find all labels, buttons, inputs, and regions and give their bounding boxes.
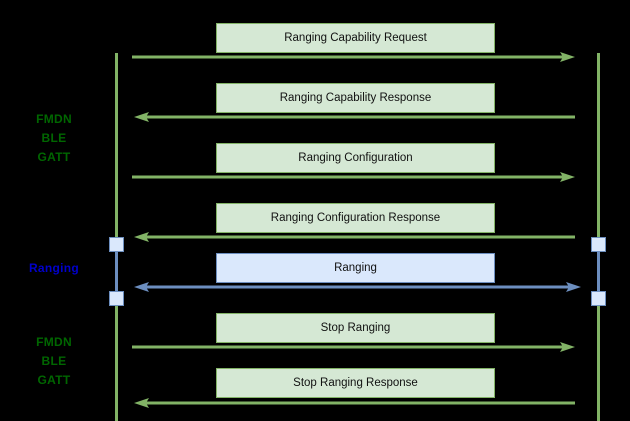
activation-node-right-bottom: [591, 291, 606, 306]
message-label: Ranging Capability Request: [284, 32, 427, 44]
message-box-ranging-configuration: Ranging Configuration: [216, 143, 495, 173]
message-box-ranging-capability-response: Ranging Capability Response: [216, 83, 495, 113]
message-label: Stop Ranging: [320, 322, 391, 334]
message-box-ranging-capability-request: Ranging Capability Request: [216, 23, 495, 53]
phase-line: Ranging: [28, 261, 80, 275]
phase-line: BLE: [41, 354, 67, 368]
message-label: Ranging Capability Response: [279, 92, 432, 104]
phase-line: GATT: [37, 150, 71, 164]
phase-line: FMDN: [36, 112, 72, 126]
message-label: Ranging Configuration Response: [270, 212, 441, 224]
phase-line: FMDN: [36, 335, 72, 349]
phase-label-ranging: Ranging: [0, 259, 108, 278]
message-box-ranging-configuration-response: Ranging Configuration Response: [216, 203, 495, 233]
phase-line: GATT: [37, 373, 71, 387]
phase-line: BLE: [41, 131, 67, 145]
message-label: Ranging Configuration: [298, 152, 413, 164]
message-label: Stop Ranging Response: [293, 377, 418, 389]
activation-node-left-top: [109, 237, 124, 252]
message-box-stop-ranging-response: Stop Ranging Response: [216, 368, 495, 398]
activation-node-left-bottom: [109, 291, 124, 306]
phase-label-fmdn-ble-gatt-bottom: FMDN BLE GATT: [0, 333, 108, 390]
message-label: Ranging: [334, 262, 377, 274]
activation-bar-right: [597, 244, 600, 298]
phase-label-fmdn-ble-gatt-top: FMDN BLE GATT: [0, 110, 108, 167]
arrow-stop-ranging-response: [134, 397, 575, 409]
message-box-ranging: Ranging: [216, 253, 495, 283]
activation-node-right-top: [591, 237, 606, 252]
message-box-stop-ranging: Stop Ranging: [216, 313, 495, 343]
activation-bar-left: [115, 244, 118, 298]
